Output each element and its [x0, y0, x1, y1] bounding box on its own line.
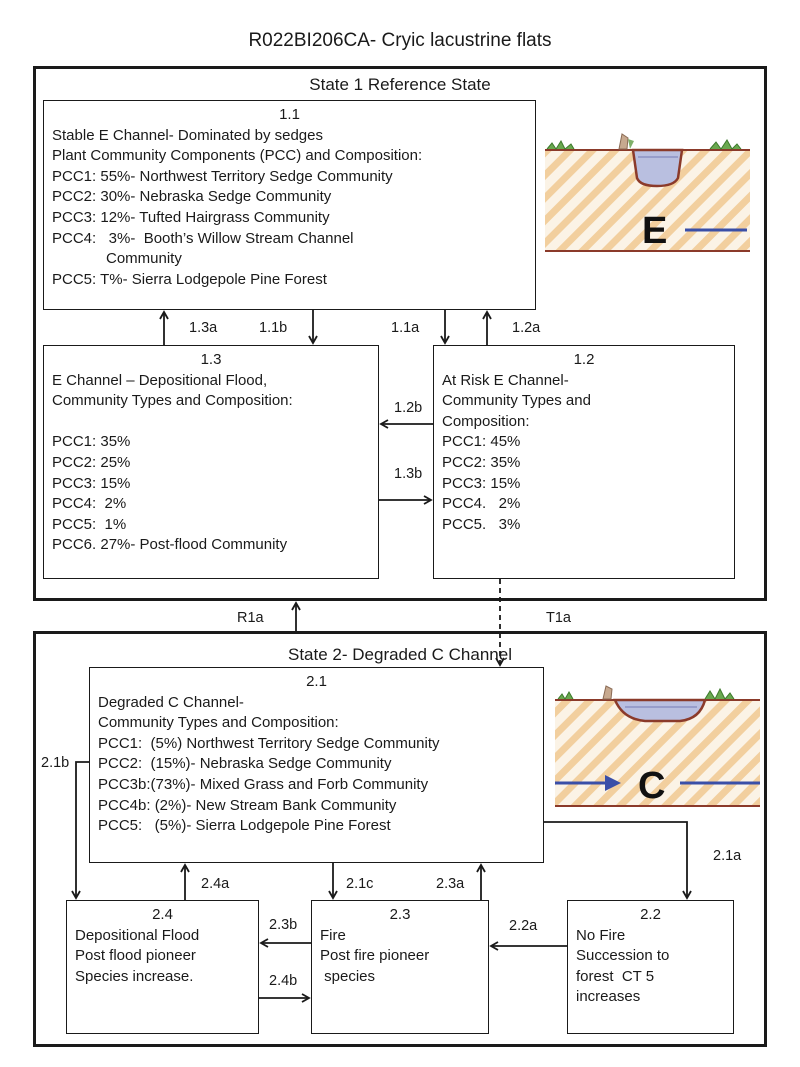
label-r1a: R1a: [237, 610, 264, 626]
community-box-1-1: 1.1 Stable E Channel- Dominated by sedge…: [43, 100, 536, 310]
box-line: PCC2: 30%- Nebraska Sedge Community: [52, 188, 332, 206]
box-number: 2.2: [640, 906, 661, 923]
box-line: forest CT 5: [576, 967, 655, 985]
box-line: At Risk E Channel-: [442, 371, 569, 389]
box-line: PCC1: 45%: [442, 433, 521, 451]
community-box-2-4: 2.4 Depositional Flood Post flood pionee…: [66, 900, 259, 1034]
state-2-frame: [33, 631, 767, 1047]
label-1-1a: 1.1a: [391, 320, 420, 336]
state-1-title: State 1 Reference State: [309, 75, 491, 94]
channel-letter: C: [638, 765, 665, 807]
label-1-2a: 1.2a: [512, 320, 541, 336]
box-line: PCC2: 25%: [52, 453, 131, 471]
box-line: PCC1: (5%) Northwest Territory Sedge Com…: [98, 734, 440, 752]
flow-arrow-icon: [605, 775, 621, 791]
label-2-3b: 2.3b: [269, 917, 298, 933]
box-line: PCC3: 12%- Tufted Hairgrass Community: [52, 208, 330, 226]
grass-icon: [546, 139, 575, 150]
box-line: PCC6. 27%- Post-flood Community: [52, 536, 288, 554]
box-line: Community Types and Composition:: [52, 392, 293, 410]
label-2-4a: 2.4a: [201, 876, 230, 892]
box-line: PCC5: 1%: [52, 515, 127, 533]
box-number: 2.3: [389, 906, 411, 923]
box-line: PCC3: 15%: [442, 474, 521, 492]
c-channel-illustration: C: [555, 685, 760, 807]
box-line: Succession to: [576, 947, 670, 965]
box-line: Composition:: [442, 412, 530, 430]
box-line: Post flood pioneer: [75, 947, 196, 965]
label-1-3b: 1.3b: [394, 466, 423, 482]
label-2-1c: 2.1c: [346, 876, 374, 892]
box-line: Species increase.: [75, 967, 194, 985]
box-line: Stable E Channel- Dominated by sedges: [52, 126, 323, 144]
state-2-title: State 2- Degraded C Channel: [288, 645, 512, 664]
channel-letter: E: [642, 210, 667, 252]
box-line: Community: [106, 250, 182, 268]
box-number: 1.1: [279, 106, 300, 123]
label-1-1b: 1.1b: [259, 320, 288, 336]
grass-icon: [704, 687, 735, 701]
box-line: PCC4. 2%: [442, 495, 521, 513]
label-2-1a: 2.1a: [713, 848, 742, 864]
box-line: PCC5: T%- Sierra Lodgepole Pine Forest: [52, 270, 327, 288]
box-line: Depositional Flood: [75, 926, 200, 944]
water-channel: [613, 698, 707, 723]
label-t1a: T1a: [546, 610, 571, 626]
box-number: 2.1: [306, 673, 327, 690]
box-number: 1.2: [573, 351, 595, 368]
box-number: 2.4: [152, 906, 173, 923]
label-1-2b: 1.2b: [394, 400, 423, 416]
box-line: Plant Community Components (PCC) and Com…: [52, 147, 423, 165]
box-line: PCC1: 35%: [52, 433, 131, 451]
box-line: PCC4: 2%: [52, 495, 127, 513]
label-2-4b: 2.4b: [269, 973, 298, 989]
community-box-1-3: 1.3 E Channel – Depositional Flood, Comm…: [43, 345, 379, 579]
community-box-1-2: 1.2 At Risk E Channel- Community Types a…: [433, 345, 735, 579]
box-line: PCC4: 3%- Booth’s Willow Stream Channel: [52, 229, 354, 247]
diagram-title: R022BI206CA- Cryic lacustrine flats: [248, 30, 552, 51]
shrub-icon: [602, 685, 613, 700]
box-line: PCC5. 3%: [442, 515, 521, 533]
community-box-2-3: 2.3 Fire Post fire pioneer species: [311, 900, 489, 1034]
label-1-3a: 1.3a: [189, 320, 218, 336]
box-line: Community Types and Composition:: [98, 714, 339, 732]
box-line: Degraded C Channel-: [98, 693, 244, 711]
box-line: PCC2: 35%: [442, 453, 521, 471]
grass-icon: [557, 690, 574, 700]
e-channel-illustration: E: [545, 133, 750, 252]
box-line: [52, 412, 370, 433]
box-number: 1.3: [200, 351, 222, 368]
water-channel: [631, 148, 684, 188]
label-2-1b: 2.1b: [41, 755, 70, 771]
box-line: PCC2: (15%)- Nebraska Sedge Community: [98, 755, 392, 773]
box-line: PCC1: 55%- Northwest Territory Sedge Com…: [52, 167, 393, 185]
box-line: Community Types and: [442, 392, 591, 410]
box-line: PCC3b:(73%)- Mixed Grass and Forb Commun…: [98, 775, 429, 793]
box-line: PCC5: (5%)- Sierra Lodgepole Pine Forest: [98, 817, 391, 835]
box-line: Post fire pioneer: [320, 947, 430, 965]
box-line: No Fire: [576, 926, 626, 944]
box-line: Fire: [320, 926, 346, 944]
community-box-2-1: 2.1 Degraded C Channel- Community Types …: [89, 667, 544, 863]
state-1-frame: [33, 66, 767, 601]
box-line: PCC3: 15%: [52, 474, 131, 492]
shrub-icon: [618, 133, 629, 150]
community-box-2-2: 2.2 No Fire Succession to forest CT 5 in…: [567, 900, 734, 1034]
grass-icon: [709, 139, 742, 150]
box-line: PCC4b: (2%)- New Stream Bank Community: [98, 796, 397, 814]
label-2-3a: 2.3a: [436, 876, 465, 892]
box-line: E Channel – Depositional Flood,: [52, 371, 268, 389]
box-line: species: [320, 967, 376, 985]
box-line: increases: [576, 988, 641, 1006]
label-2-2a: 2.2a: [509, 918, 538, 934]
